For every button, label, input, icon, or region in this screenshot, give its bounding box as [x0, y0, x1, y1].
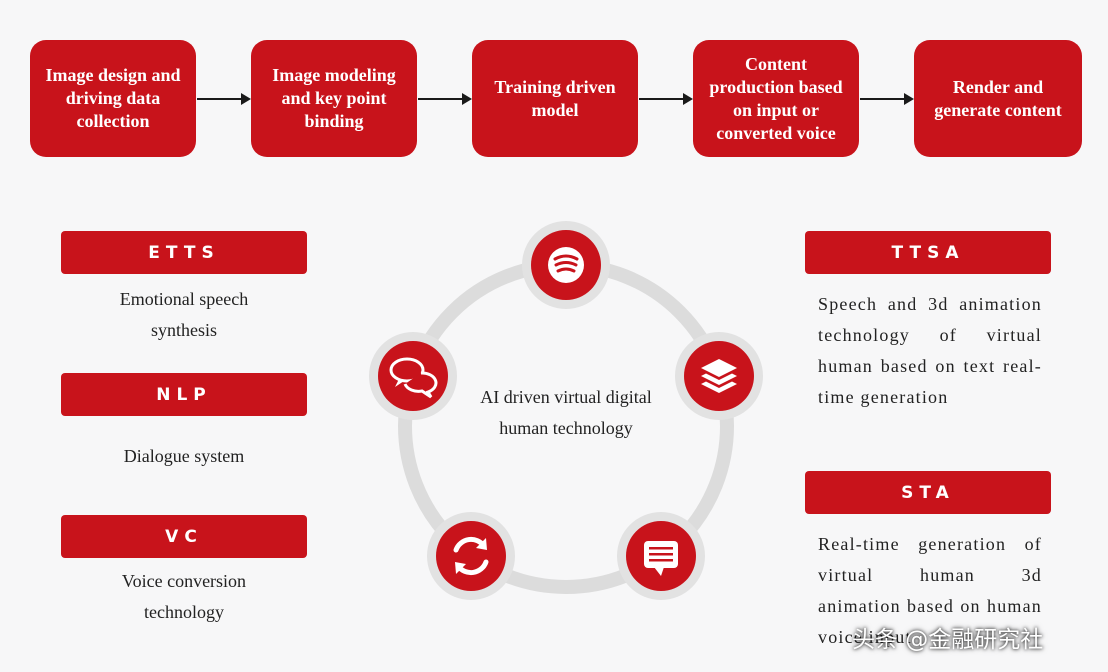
sta-label: STA	[805, 471, 1051, 514]
pipeline-step-1-label: Image design and driving data collection	[45, 65, 181, 131]
vc-description: Voice conversion technology	[121, 571, 247, 622]
layers-icon	[675, 332, 763, 420]
pipeline-arrow-3	[639, 93, 693, 105]
pipeline-step-3: Training driven model	[472, 40, 638, 157]
speech-wave-icon	[522, 221, 610, 309]
pipeline-step-5-label: Render and generate content	[934, 76, 1062, 120]
pipeline-step-1: Image design and driving data collection	[30, 40, 196, 157]
vc-title: VC	[165, 526, 203, 547]
nlp-label: NLP	[61, 373, 307, 416]
sta-description: Real-time generation of virtual human 3d…	[818, 534, 1042, 647]
nlp-description: Dialogue system	[123, 446, 245, 466]
etts-title: ETTS	[148, 242, 220, 263]
ttsa-label: TTSA	[805, 231, 1051, 274]
refresh-icon	[427, 512, 515, 600]
vc-label: VC	[61, 515, 307, 558]
etts-description: Emotional speech synthesis	[119, 289, 249, 340]
pipeline-step-2: Image modeling and key point binding	[251, 40, 417, 157]
pipeline-step-2-label: Image modeling and key point binding	[272, 65, 396, 131]
ttsa-title: TTSA	[891, 242, 965, 263]
pipeline-step-4: Content production based on input or con…	[693, 40, 859, 157]
pipeline-step-3-label: Training driven model	[494, 76, 616, 120]
center-label: AI driven virtual digital human technolo…	[480, 387, 652, 438]
etts-label: ETTS	[61, 231, 307, 274]
nlp-title: NLP	[156, 384, 212, 405]
pipeline-arrow-2	[418, 93, 472, 105]
pipeline-arrow-4	[860, 93, 914, 105]
message-icon	[617, 512, 705, 600]
pipeline-step-4-label: Content production based on input or con…	[709, 53, 843, 143]
pipeline-arrow-1	[197, 93, 251, 105]
sta-title: STA	[901, 482, 955, 503]
pipeline-step-5: Render and generate content	[914, 40, 1082, 157]
watermark: 头条 @金融研究社	[852, 627, 1044, 653]
chat-bubbles-icon	[369, 332, 457, 420]
ttsa-description: Speech and 3d animation technology of vi…	[818, 294, 1042, 407]
